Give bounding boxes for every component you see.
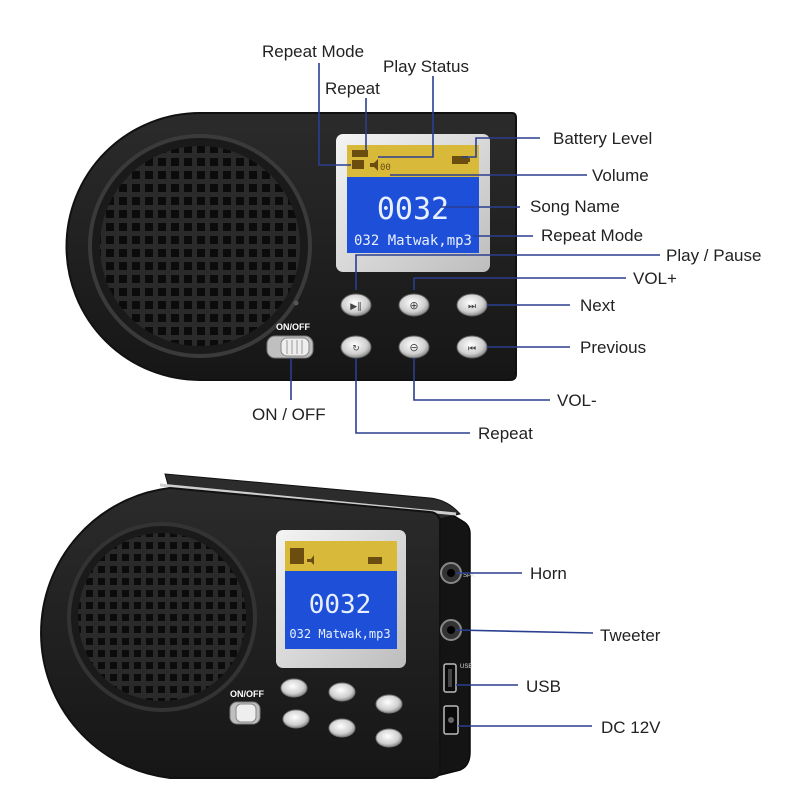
label-on-off: ON / OFF	[252, 405, 326, 424]
front-lcd-song-name: 032 Matwak,mp3	[354, 233, 472, 249]
label-repeat-bottom: Repeat	[478, 424, 533, 443]
svg-text:⏮: ⏮	[468, 344, 476, 354]
label-next: Next	[580, 296, 615, 315]
side-lcd-battery-icon	[368, 557, 382, 564]
lcd-volume-value: 00	[380, 163, 391, 173]
horn-port-marking: SPK	[463, 573, 475, 579]
front-power-switch[interactable]	[266, 335, 314, 359]
side-power-switch[interactable]	[229, 701, 261, 725]
lcd-repeat-mode-icon	[352, 150, 368, 169]
vol-minus-button[interactable]: ⊖	[398, 335, 430, 359]
label-repeat-top: Repeat	[325, 79, 380, 98]
mic-hole	[293, 300, 299, 306]
svg-text:⊕: ⊕	[409, 299, 418, 312]
side-device: 0032 032 Matwak,mp3 ON/OFF SPK	[40, 473, 475, 779]
label-previous: Previous	[580, 338, 646, 357]
label-battery-level: Battery Level	[553, 129, 652, 148]
lcd-speaker-icon	[370, 159, 378, 171]
side-button-4[interactable]	[282, 709, 310, 729]
side-button-1[interactable]	[280, 678, 308, 698]
repeat-button[interactable]: ↻	[340, 335, 372, 359]
label-dc: DC 12V	[601, 718, 661, 737]
svg-text:↻: ↻	[352, 344, 360, 354]
lcd-battery-icon	[452, 156, 470, 164]
front-device: 00 0032 032 Matwak,mp3 ▶‖ ⊕ ⏭ ↻ ⊖	[65, 112, 517, 381]
label-vol-minus: VOL-	[557, 391, 597, 410]
label-repeat-mode-top: Repeat Mode	[262, 42, 364, 61]
front-lcd-screen	[347, 177, 479, 253]
svg-text:⊖: ⊖	[409, 341, 418, 354]
usb-port-marking: USB	[460, 664, 472, 670]
vol-plus-button[interactable]: ⊕	[398, 293, 430, 317]
side-button-6[interactable]	[375, 728, 403, 748]
label-song-name: Song Name	[530, 197, 620, 216]
front-lcd-number: 0032	[377, 192, 449, 227]
svg-text:▶‖: ▶‖	[350, 302, 361, 312]
label-repeat-mode-right: Repeat Mode	[541, 226, 643, 245]
side-lcd-screen	[285, 571, 397, 649]
side-leader-lines	[455, 572, 594, 727]
side-lcd-repeat-icon	[290, 548, 304, 564]
label-play-pause: Play / Pause	[666, 246, 761, 265]
previous-button[interactable]: ⏮	[456, 335, 488, 359]
label-vol-plus: VOL+	[633, 269, 677, 288]
front-switch-label: ON/OFF	[276, 322, 310, 332]
front-leader-lines	[290, 63, 660, 434]
dc-port[interactable]	[443, 705, 459, 735]
side-lcd-speaker-icon	[307, 555, 314, 565]
label-play-status: Play Status	[383, 57, 469, 76]
label-volume: Volume	[592, 166, 649, 185]
side-speaker-grill	[78, 533, 246, 701]
side-switch-label: ON/OFF	[230, 689, 264, 699]
label-tweeter: Tweeter	[600, 626, 661, 645]
usb-port[interactable]	[443, 663, 457, 693]
label-horn: Horn	[530, 564, 567, 583]
tweeter-jack[interactable]	[440, 619, 462, 641]
side-buttons	[280, 678, 403, 748]
next-button[interactable]: ⏭	[456, 293, 488, 317]
play-pause-button[interactable]: ▶‖	[340, 293, 372, 317]
front-speaker-grill	[100, 146, 300, 346]
label-usb: USB	[526, 677, 561, 696]
svg-text:⏭: ⏭	[468, 302, 476, 312]
side-button-2[interactable]	[328, 682, 356, 702]
side-button-5[interactable]	[328, 718, 356, 738]
side-button-3[interactable]	[375, 694, 403, 714]
side-lcd-number: 0032	[309, 590, 372, 620]
side-lcd-song-name: 032 Matwak,mp3	[289, 627, 390, 641]
